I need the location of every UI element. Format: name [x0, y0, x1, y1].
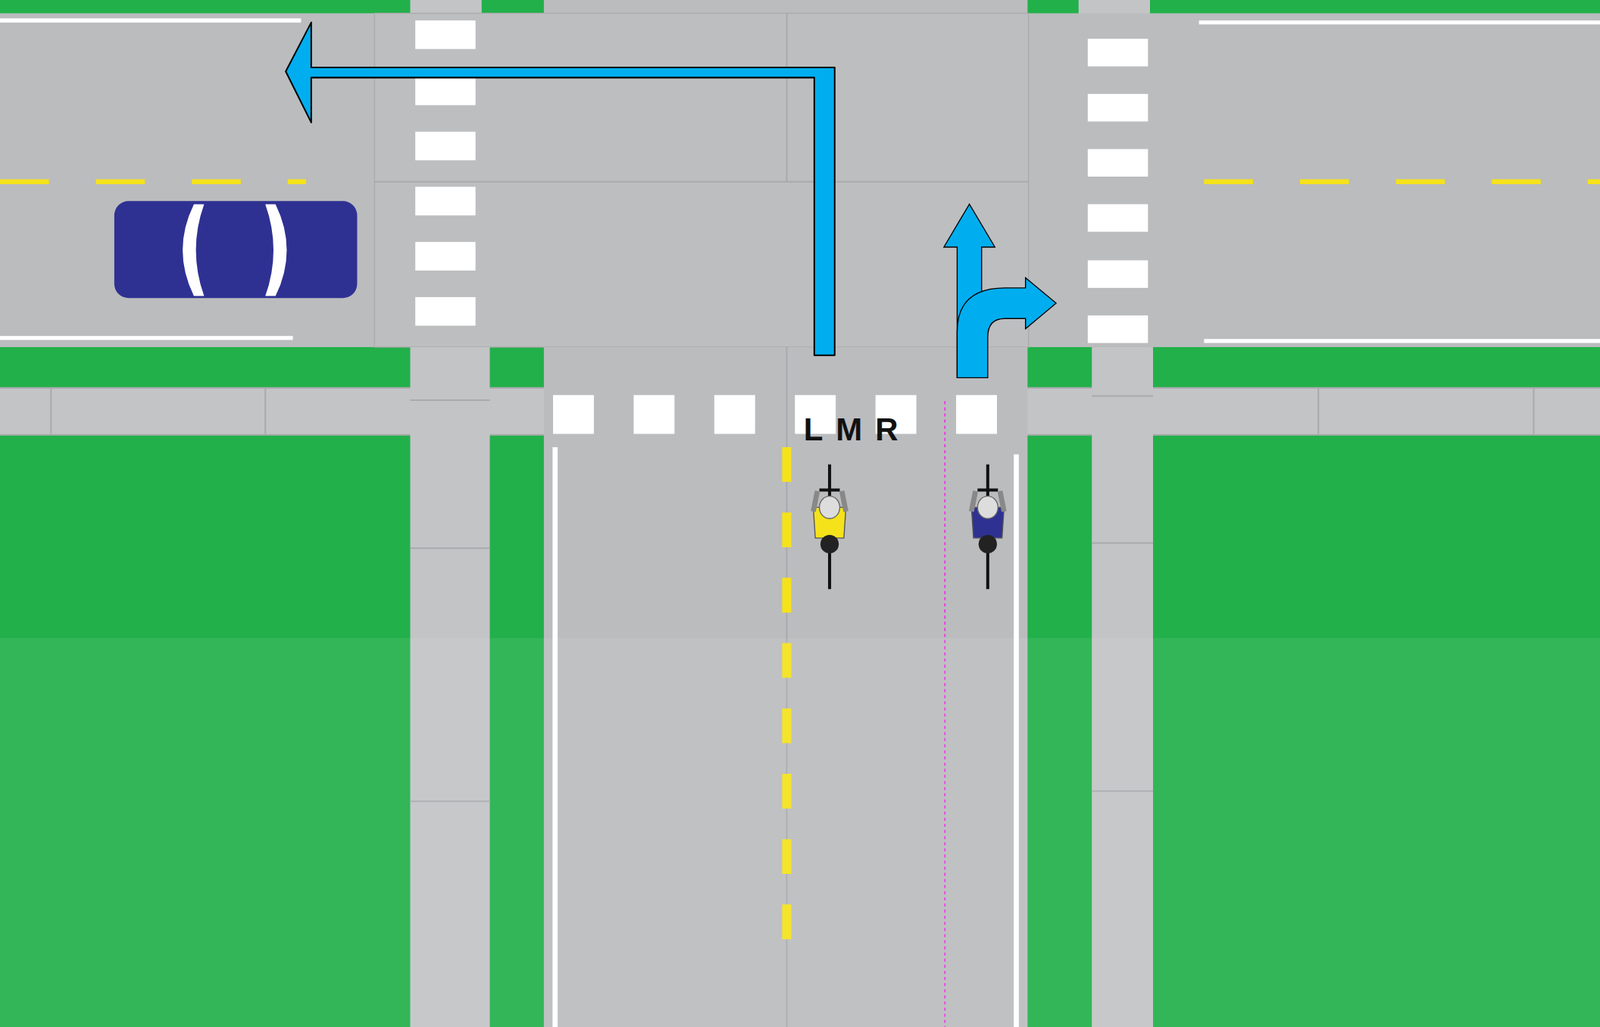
lane-letter: M	[835, 413, 863, 446]
right-turn-arrow	[956, 277, 1057, 378]
lane-letter: L	[803, 413, 824, 446]
center-line	[0, 178, 1600, 185]
cyclist-yellow	[813, 464, 847, 589]
crosswalk	[415, 20, 1148, 435]
cyclist-blue	[971, 464, 1004, 589]
fade-band	[0, 637, 1600, 1027]
lane-letter: R	[875, 413, 898, 446]
left-turn-arrow	[285, 22, 835, 356]
edge-lines	[0, 20, 1600, 1027]
intersection	[374, 13, 1029, 347]
road	[0, 13, 1600, 347]
seam	[785, 13, 788, 182]
car	[114, 200, 358, 298]
seam	[374, 181, 1029, 183]
